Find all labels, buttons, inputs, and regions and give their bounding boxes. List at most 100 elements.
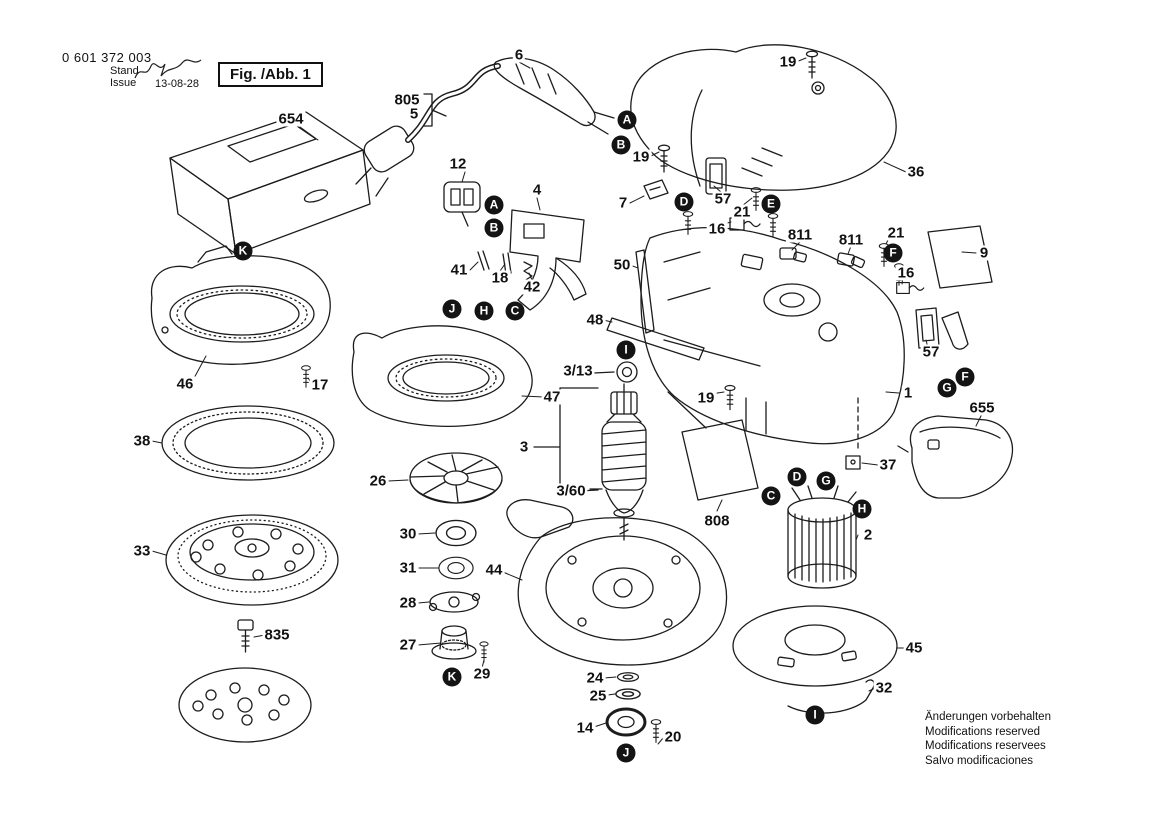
callout-D: D (674, 192, 694, 212)
part-label-2: 2 (861, 526, 875, 544)
cord-sleeve (493, 57, 615, 135)
part-label-38: 38 (131, 432, 153, 450)
part-label-19: 19 (695, 389, 717, 407)
footer-notes: Änderungen vorbehalten Modifications res… (925, 710, 1051, 768)
signature-scribble (134, 59, 202, 79)
top-cover (630, 44, 897, 191)
part-label-25: 25 (587, 687, 609, 705)
callout-G: G (816, 471, 836, 491)
part-label-26: 26 (367, 472, 389, 490)
power-cord (405, 63, 501, 143)
part-label-45: 45 (903, 639, 925, 657)
part-label-3-60: 3/60 (554, 482, 588, 500)
callout-F: F (883, 243, 903, 263)
clip-7 (643, 179, 669, 200)
part-label-46: 46 (174, 375, 196, 393)
part-label-3-13: 3/13 (561, 362, 595, 380)
part-label-6: 6 (512, 46, 526, 64)
part-label-28: 28 (397, 594, 419, 612)
part-label-1: 1 (901, 384, 915, 402)
part-label-12: 12 (447, 155, 469, 173)
bar-48 (606, 317, 705, 361)
part-label-42: 42 (521, 278, 543, 296)
part-label-808: 808 (702, 512, 732, 530)
leader-lines (151, 57, 983, 745)
part-label-31: 31 (397, 559, 419, 577)
callout-A: A (484, 195, 504, 215)
part-label-18: 18 (489, 269, 511, 287)
issue-label: Issue (110, 77, 137, 89)
part-label-47: 47 (541, 388, 563, 406)
screw-835 (237, 619, 254, 653)
part-label-17: 17 (309, 376, 331, 394)
part-label-19: 19 (777, 53, 799, 71)
callout-I: I (616, 340, 636, 360)
callout-H: H (852, 499, 872, 519)
part-label-57: 57 (712, 190, 734, 208)
part-label-811: 811 (785, 226, 815, 244)
part-label-29: 29 (471, 665, 493, 683)
sanding-plate (165, 514, 339, 606)
callout-E: E (761, 194, 781, 214)
dust-bag-box (169, 111, 371, 255)
callout-B: B (484, 218, 504, 238)
bearing-14 (605, 707, 647, 737)
part-label-19: 19 (630, 148, 652, 166)
part-label-16: 16 (706, 220, 728, 238)
part-label-36: 36 (905, 163, 927, 181)
part-label-37: 37 (877, 456, 899, 474)
dust-shroud (351, 325, 533, 427)
dust-cover (150, 245, 331, 365)
callout-B: B (611, 135, 631, 155)
plate-28 (428, 591, 481, 613)
part-label-3: 3 (517, 438, 531, 456)
note-line-en: Modifications reserved (925, 725, 1041, 738)
cable-clamp-811a (779, 247, 808, 263)
part-label-21: 21 (731, 203, 753, 221)
part-label-50: 50 (611, 256, 633, 274)
part-label-57: 57 (920, 343, 942, 361)
callout-K: K (442, 667, 462, 687)
fan (409, 452, 503, 504)
callout-H: H (474, 301, 494, 321)
part-label-655: 655 (967, 399, 997, 417)
switch-assembly (509, 209, 587, 311)
bearing-flange-housing (506, 499, 728, 666)
figure-label: Fig. /Abb. 1 (218, 62, 323, 87)
cable-clamp-811b (836, 252, 866, 269)
callout-I: I (805, 705, 825, 725)
part-label-20: 20 (662, 728, 684, 746)
part-label-654: 654 (276, 110, 306, 128)
flange-27 (431, 625, 477, 660)
part-label-41: 41 (448, 261, 470, 279)
stand-label: Stand (110, 65, 139, 77)
callout-D: D (787, 467, 807, 487)
part-label-5: 5 (407, 105, 421, 123)
doc-number: 0 601 372 003 (62, 50, 152, 65)
pin-50 (635, 249, 655, 334)
part-label-805: 805 (392, 91, 422, 109)
part-label-48: 48 (584, 311, 606, 329)
plate-9 (927, 225, 993, 289)
part-label-33: 33 (131, 542, 153, 560)
callout-G: G (937, 378, 957, 398)
callout-F: F (955, 367, 975, 387)
part-label-21: 21 (885, 224, 907, 242)
part-label-14: 14 (574, 719, 596, 737)
callout-J: J (616, 743, 636, 763)
callout-J: J (442, 299, 462, 319)
note-line-de: Änderungen vorbehalten (925, 711, 1051, 723)
cover-655 (897, 415, 1013, 499)
part-label-27: 27 (397, 636, 419, 654)
armature (601, 361, 647, 541)
callout-A: A (617, 110, 637, 130)
part-label-24: 24 (584, 669, 606, 687)
note-line-fr: Modifications reservees (925, 740, 1046, 752)
sanding-disc (178, 667, 312, 743)
base-plate (732, 605, 898, 687)
part-label-30: 30 (397, 525, 419, 543)
part-label-32: 32 (873, 679, 895, 697)
part-label-44: 44 (483, 561, 505, 579)
note-line-es: Salvo modificaciones (925, 754, 1034, 767)
